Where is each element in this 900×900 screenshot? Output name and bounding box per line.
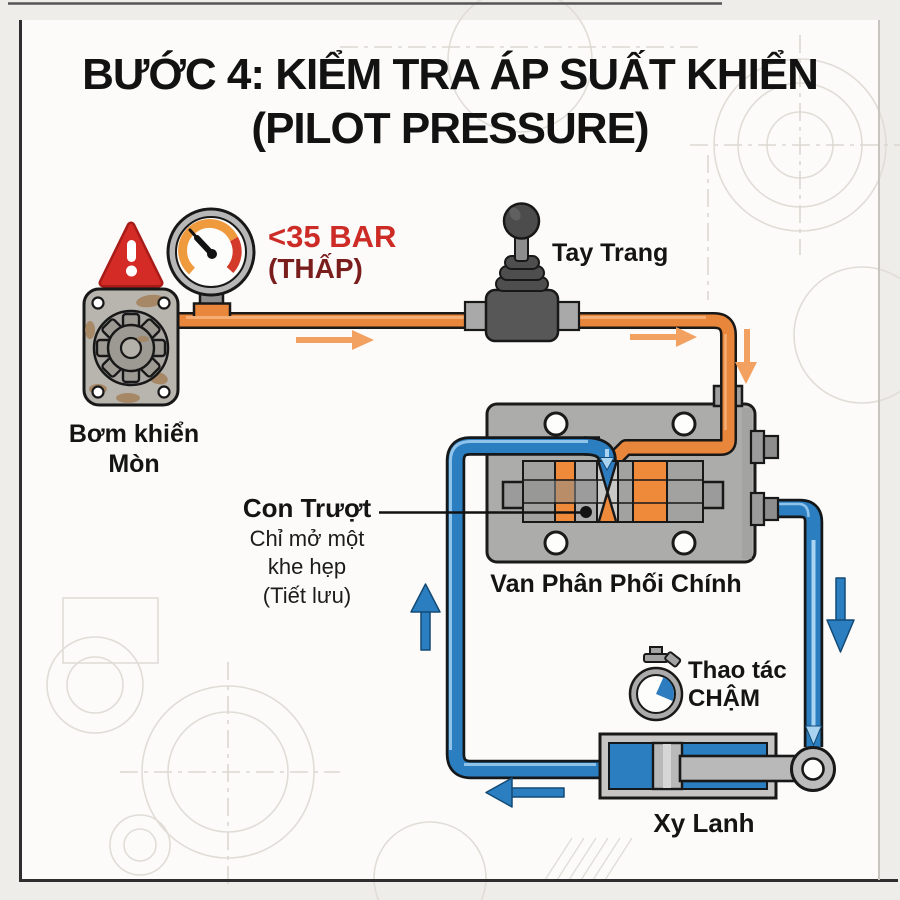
- valve-side-bolts: [749, 429, 780, 527]
- gauge-reading: <35 BAR: [268, 219, 397, 254]
- cylinder-rod: [678, 754, 800, 783]
- pilot-pressure-line: [178, 282, 737, 471]
- hydraulic-cylinder-icon: [598, 732, 836, 800]
- slow-operation-line2: CHẬM: [688, 685, 760, 713]
- joystick-label: Tay Trang: [552, 239, 669, 267]
- inner-flow-arrow-down-icon: [804, 725, 823, 747]
- gauge-status: (THẤP): [268, 253, 363, 284]
- spool-gap-flow-top: [598, 462, 617, 491]
- blueprint-decorations: [46, 0, 900, 900]
- pilot-flow-arrow-down: [735, 329, 757, 384]
- page-title-line2: (PILOT PRESSURE): [251, 104, 649, 153]
- throttle-flow-arrow-icon: [599, 457, 615, 472]
- warning-triangle-icon: [98, 221, 164, 288]
- page-title-line1: BƯỚC 4: KIỂM TRA ÁP SUẤT KHIỂN: [82, 50, 819, 99]
- pump-label-line1: Bơm khiển: [68, 420, 200, 448]
- actuator-line-right: [770, 498, 824, 747]
- slow-operation-line1: Thao tác: [688, 657, 787, 684]
- spool-note-line3: (Tiết lưu): [262, 582, 352, 608]
- spool-gap-flow-bottom: [599, 492, 616, 521]
- joystick-icon: [463, 202, 581, 343]
- flow-arrows: [296, 327, 855, 808]
- return-flow-arrow-up: [410, 583, 441, 651]
- spool-note-line2: khe hẹp: [267, 554, 347, 580]
- valve-label: Van Phân Phối Chính: [490, 570, 742, 598]
- spool-pointer-line: [379, 506, 592, 518]
- pressure-gauge-icon: [166, 207, 256, 297]
- gauge-tee: [195, 303, 229, 319]
- return-flow-arrow-left: [485, 777, 565, 808]
- spool-note-line1: Chỉ mở một: [249, 526, 365, 552]
- pump-label-line2: Mòn: [108, 449, 160, 478]
- pump-label: Bơm khiển Mòn: [38, 420, 230, 479]
- actuator-flow-arrow-down: [826, 577, 855, 653]
- pilot-flow-arrow-right-2: [630, 327, 697, 347]
- card-frame: [8, 2, 898, 882]
- pump-gear-icon: [95, 312, 167, 384]
- pilot-flow-arrow-right-1: [296, 330, 374, 350]
- slow-operation-label: Thao tác CHẬM: [688, 657, 787, 713]
- cylinder-label: Xy Lanh: [653, 808, 755, 838]
- pilot-pump-icon: [82, 287, 180, 407]
- spool-label-block: Con Trượt Chỉ mở một khe hẹp (Tiết lưu): [214, 492, 400, 610]
- return-line-left: [445, 436, 617, 780]
- stopwatch-icon: [628, 646, 684, 722]
- spool-label: Con Trượt: [242, 493, 372, 523]
